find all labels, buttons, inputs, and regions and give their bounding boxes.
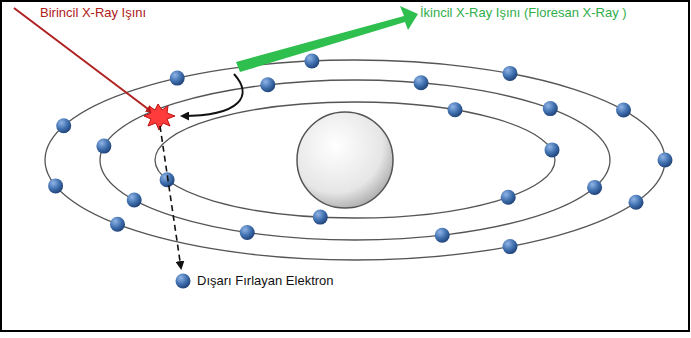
ejected-path — [160, 126, 181, 268]
electron — [110, 217, 125, 232]
electron — [313, 210, 328, 225]
electron — [170, 71, 185, 86]
electron — [503, 239, 518, 254]
electron — [658, 153, 673, 168]
primary-ray-label: Birincil X-Ray Işını — [40, 5, 146, 21]
transition-arrow — [182, 74, 243, 116]
orbit — [45, 60, 665, 260]
electron — [503, 66, 518, 81]
nucleus — [297, 112, 393, 208]
electron — [260, 77, 275, 92]
electron — [127, 193, 142, 208]
electron — [48, 178, 63, 193]
fluorescent-ray-label: İkincil X-Ray Işını (Floresan X-Ray ) — [420, 5, 627, 21]
electron — [96, 139, 111, 154]
primary-ray — [14, 8, 152, 112]
orbit — [100, 80, 610, 240]
electron — [304, 54, 319, 69]
ejected-electron — [176, 274, 191, 289]
electron — [543, 101, 558, 116]
frame — [1, 1, 689, 331]
electron — [160, 172, 175, 187]
electron — [587, 180, 602, 195]
electron — [240, 225, 255, 240]
orbit — [155, 102, 555, 218]
electron — [435, 228, 450, 243]
electron — [56, 118, 71, 133]
electron — [501, 190, 516, 205]
electron — [448, 102, 463, 117]
electron — [414, 75, 429, 90]
electron — [616, 103, 631, 118]
ejected-electron-label: Dışarı Fırlayan Elektron — [197, 273, 334, 289]
fluorescent-ray — [236, 6, 418, 72]
electron — [629, 195, 644, 210]
electron — [545, 142, 560, 157]
